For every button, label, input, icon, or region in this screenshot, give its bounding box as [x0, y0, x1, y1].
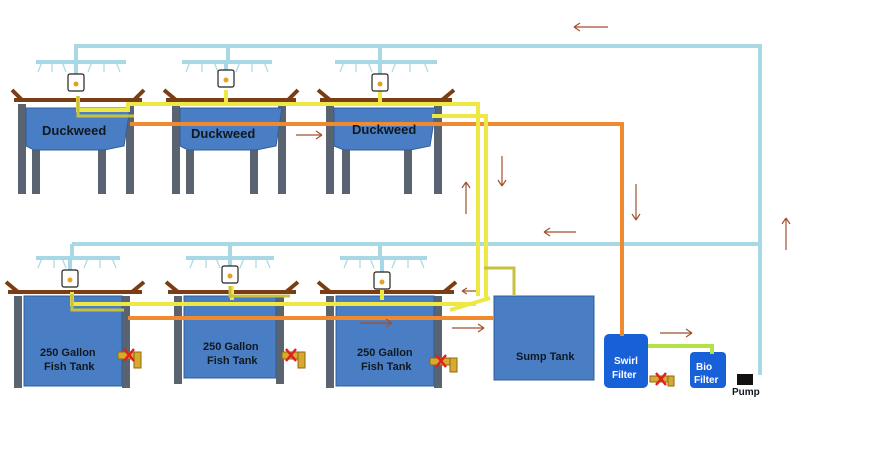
duckweed-label-1: Duckweed — [42, 123, 106, 138]
duckweed-tank-3 — [316, 88, 456, 194]
fish-tank-label-1: 250 Gallon — [40, 347, 96, 359]
swirl-filter-label: Swirl — [614, 356, 638, 367]
filter-link-pipe — [648, 344, 714, 354]
shutoff-x-icon — [123, 348, 667, 386]
bio-filter — [690, 352, 726, 388]
fish-tank-label-2b: Fish Tank — [207, 355, 258, 367]
drain-pipe-network — [128, 122, 624, 336]
supply-pipe-network — [36, 44, 762, 375]
overflow-pipe-olive — [70, 96, 516, 312]
bio-filter-label: Bio — [696, 362, 712, 373]
pump-label: Pump — [732, 387, 760, 398]
fish-tank-label-1b: Fish Tank — [44, 361, 95, 373]
flow-arrow-icon — [296, 22, 791, 338]
sump-tank-label: Sump Tank — [516, 351, 575, 363]
swirl-filter — [604, 334, 648, 388]
sump-tank — [493, 295, 595, 381]
spray-nozzle-icon — [61, 69, 391, 290]
bio-filter-label-b: Filter — [694, 375, 719, 386]
fish-tank-label-2: 250 Gallon — [203, 341, 259, 353]
fish-tank-3 — [316, 280, 458, 388]
spray-nozzle-icon — [37, 61, 429, 269]
duckweed-label-2: Duckweed — [191, 126, 255, 141]
fish-tank-label-3: 250 Gallon — [357, 347, 413, 359]
fish-tank-label-3b: Fish Tank — [361, 361, 412, 373]
swirl-filter-label-b: Filter — [612, 370, 637, 381]
duckweed-label-3: Duckweed — [352, 122, 416, 137]
pump-icon — [737, 374, 753, 385]
duckweed-tank-2 — [162, 88, 300, 194]
